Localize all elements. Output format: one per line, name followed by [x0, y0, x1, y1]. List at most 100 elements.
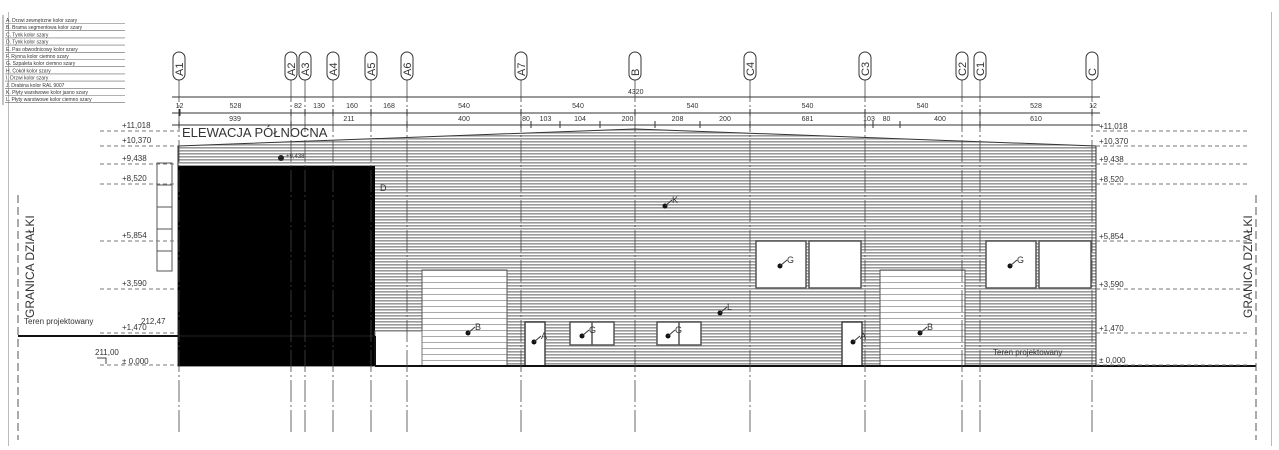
axis-bubble: [284, 51, 298, 81]
axis-label: C: [1087, 68, 1099, 76]
legend-item: H. Cokół kolor szary: [6, 68, 51, 74]
axis-bubble: [955, 51, 969, 81]
level-label-right: +8,520: [1099, 175, 1124, 184]
ladder: [156, 162, 173, 272]
material-tag: G: [787, 255, 794, 265]
material-tag: G: [589, 325, 596, 335]
axis-label: A6: [402, 63, 414, 76]
plot-boundary-label-left: GRANICA DZIAŁKI: [23, 215, 37, 318]
dimension-value: 130: [313, 103, 325, 110]
level-label-left: +5,854: [122, 231, 147, 240]
level-label-right: +10,370: [1099, 137, 1129, 146]
dimension-value: 104: [574, 116, 586, 123]
material-tag: B: [927, 322, 933, 332]
material-tag: G: [675, 325, 682, 335]
dimension-value: 160: [346, 103, 358, 110]
drawing-frame: [8, 12, 1272, 446]
level-label-right: +1,470: [1099, 324, 1124, 333]
axis-label: C1: [975, 62, 987, 76]
dimension-value: 200: [622, 116, 634, 123]
legend-item: J. Drabina kolor RAL 9007: [6, 83, 65, 89]
tag-leader: [581, 329, 590, 337]
material-tag: B: [475, 322, 481, 332]
material-tag: A: [541, 331, 547, 341]
legend-item: L. Płyty warstwowe kolor ciemno szary: [6, 97, 92, 103]
legend-item: I. Drzwi kolor szary: [6, 76, 49, 82]
legend-item: G. Szpaleta kolor ciemno szary: [6, 61, 76, 67]
dimension-value: 540: [802, 103, 814, 110]
axis-label: C4: [745, 62, 757, 76]
ground-label-left: Teren projektowany: [24, 317, 93, 326]
window-6: [1038, 240, 1092, 289]
material-tag: K: [672, 195, 678, 205]
dimension-value: 80: [883, 116, 891, 123]
level-label-right: +3,590: [1099, 280, 1124, 289]
dimension-value: 939: [229, 116, 241, 123]
dimension-value: 540: [572, 103, 584, 110]
level-label-right: +9,438: [1099, 155, 1124, 164]
level-label-left: +9,438: [122, 154, 147, 163]
axis-bubble: [743, 51, 757, 81]
dimension-value: 540: [458, 103, 470, 110]
axis-label: C3: [860, 62, 872, 76]
tag-leader: [467, 326, 476, 334]
dimension-value: 103: [863, 116, 875, 123]
total-dimension: 4320: [628, 89, 644, 96]
level-label-left: +11,018: [122, 121, 151, 130]
axis-label: A7: [516, 63, 528, 76]
dimension-value: 82: [294, 103, 302, 110]
legend-item: K. Płyty warstwowe kolor jasno szary: [6, 90, 88, 96]
drawing-title: ELEWACJA PÓŁNOCNA: [182, 125, 328, 140]
dimension-value: 400: [458, 116, 470, 123]
legend-item: E. Pas obwodnicowy kolor szary: [6, 47, 78, 53]
level-label-right: +11,018: [1099, 122, 1128, 131]
dimension-value: 12: [176, 103, 184, 110]
axis-bubble: [1085, 51, 1099, 81]
axis-bubble: [172, 51, 186, 81]
dimension-value: 208: [672, 116, 684, 123]
dimension-value: 540: [917, 103, 929, 110]
legend-item: A. Drzwi zewnętrzne kolor szary: [6, 18, 78, 24]
plaster-panel: [374, 330, 423, 367]
level-label-left: +3,590: [122, 279, 147, 288]
dimension-value: 80: [522, 116, 530, 123]
axis-bubble: [973, 51, 987, 81]
dimension-value: 540: [687, 103, 699, 110]
axis-bubble: [364, 51, 378, 81]
material-tag: D: [380, 183, 387, 193]
axis-bubble: [298, 51, 312, 81]
dimension-value: 681: [802, 116, 814, 123]
material-tag: A: [860, 331, 866, 341]
axis-label: A3: [300, 63, 312, 76]
dimension-value: 103: [540, 116, 552, 123]
material-tag: L: [727, 302, 732, 312]
ground-height-left: 212,47: [141, 317, 166, 326]
level-label-left: +10,370: [122, 136, 152, 145]
segment-gate-right: [879, 269, 966, 367]
window-4: [808, 240, 862, 289]
tag-leader: [719, 306, 728, 314]
dimension-value: 200: [719, 116, 731, 123]
legend-item: C. Tynk kolor szary: [6, 32, 49, 38]
tag-leader: [779, 259, 788, 267]
tag-leader: [533, 335, 542, 343]
dimension-value: 400: [934, 116, 946, 123]
dimension-value: 168: [383, 103, 395, 110]
level-label-right: ± 0,000: [1099, 356, 1126, 365]
tag-leader: [1009, 259, 1018, 267]
legend-item: D. Tynk kolor szary: [6, 40, 49, 46]
level-label-datum: ± 0,000: [122, 357, 149, 366]
tag-leader: [919, 326, 928, 334]
axis-label: B: [630, 69, 642, 76]
axis-label: A4: [328, 63, 340, 76]
dimension-value: 528: [1030, 103, 1042, 110]
level-label-right: +5,854: [1099, 232, 1124, 241]
axis-label: A2: [286, 63, 298, 76]
tag-leader: [667, 329, 676, 337]
marker-level: +9,438: [286, 154, 305, 160]
dimension-value: 211: [343, 116, 354, 123]
tag-leader: [852, 335, 861, 343]
axis-bubble: [628, 51, 642, 81]
